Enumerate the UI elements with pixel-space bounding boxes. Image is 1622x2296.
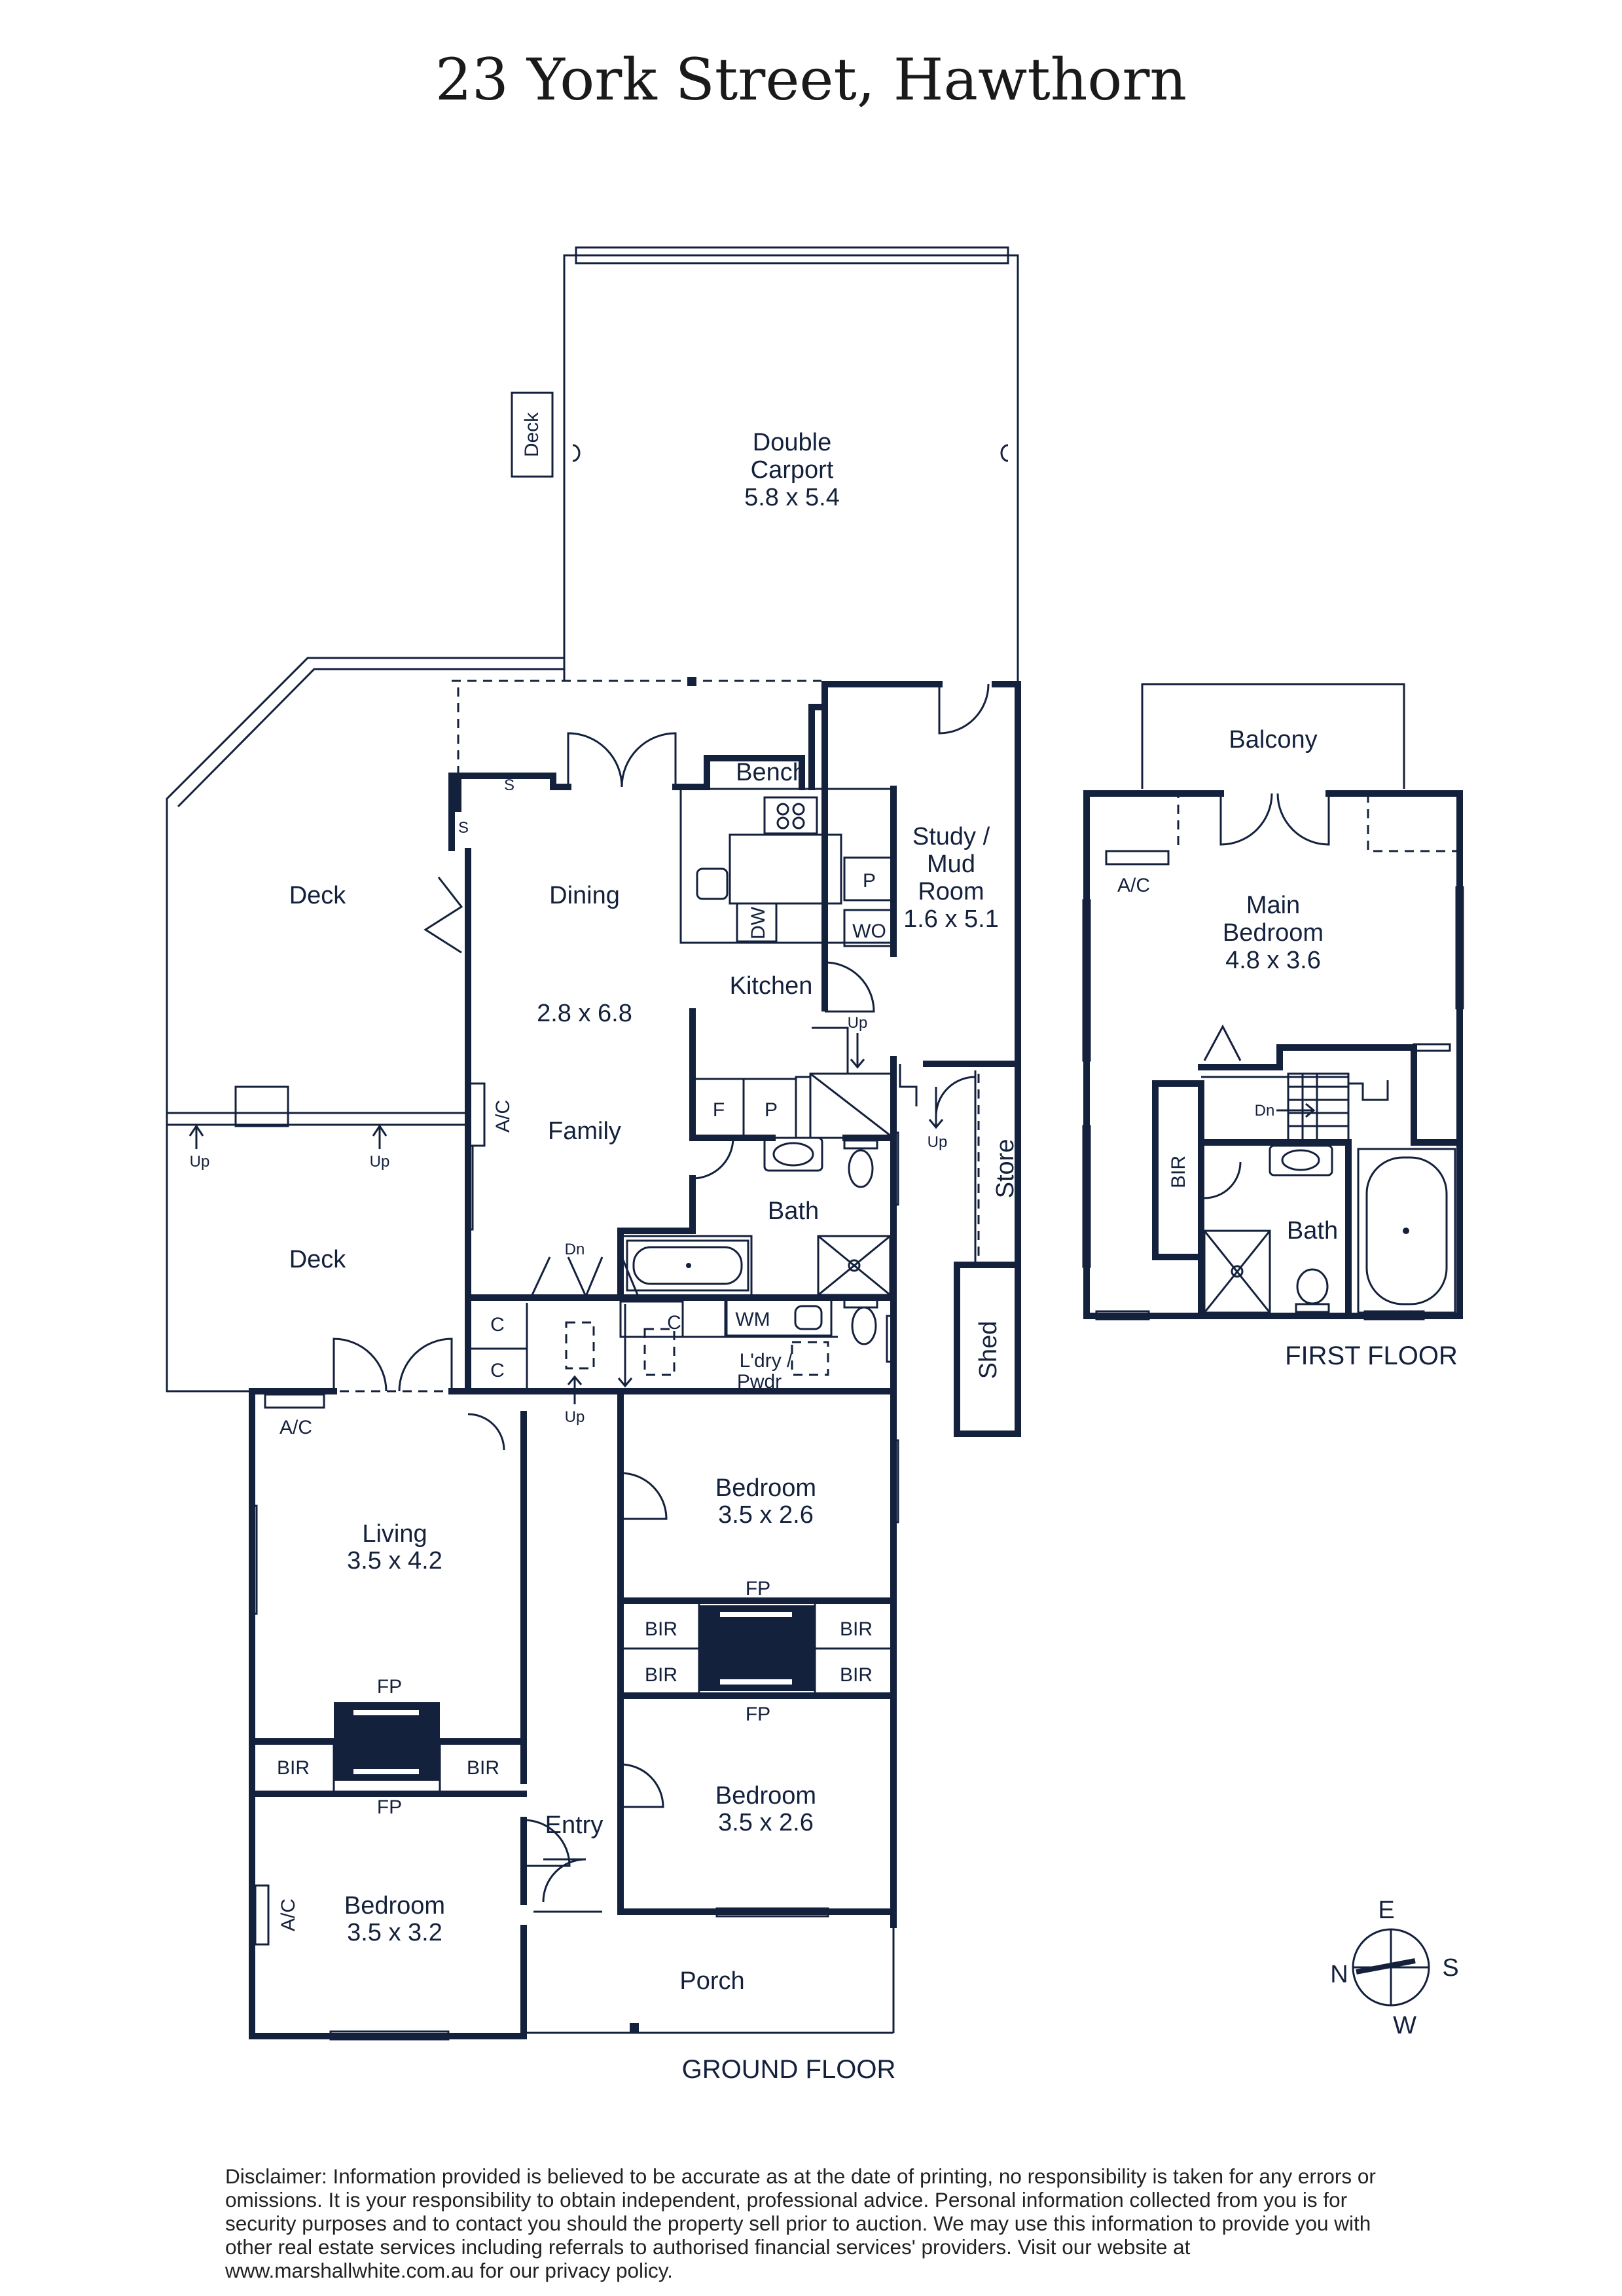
fp-label-3: FP <box>377 1676 402 1698</box>
deck-up-label-2: Up <box>370 1153 390 1171</box>
first-ac-label: A/C <box>1117 875 1150 896</box>
cupboard-c3: C <box>490 1360 505 1381</box>
bath-label: Bath <box>768 1197 819 1225</box>
bir-label-4: BIR <box>840 1664 873 1686</box>
study-label-2: Mud <box>927 850 975 878</box>
bir-label-2: BIR <box>840 1618 873 1640</box>
carport-size: 5.8 x 5.4 <box>744 484 840 511</box>
fp-label-1: FP <box>746 1578 770 1599</box>
first-floor-label: FIRST FLOOR <box>1285 1341 1458 1370</box>
s-marker-1: S <box>504 776 514 794</box>
bench-label: Bench <box>736 759 806 786</box>
living-ac-label: A/C <box>279 1417 312 1438</box>
fp-label-4: FP <box>377 1796 402 1818</box>
compass-w: W <box>1393 2012 1416 2039</box>
main-bedroom-label-2: Bedroom <box>1223 919 1324 947</box>
shed-label: Shed <box>975 1321 1002 1379</box>
bir-label-6: BIR <box>467 1757 499 1779</box>
fp-label-2: FP <box>746 1704 770 1725</box>
carport-deck-label: Deck <box>521 412 543 457</box>
hall-dn-label: Dn <box>565 1241 585 1258</box>
pwdr-label: Pwdr <box>737 1371 782 1393</box>
carport-label-1: Double <box>753 429 831 456</box>
bedroom-ac-label: A/C <box>278 1899 299 1931</box>
carport: Deck Double Carport 5.8 x 5.4 <box>511 246 1019 681</box>
family-size: 2.8 x 6.8 <box>537 1000 632 1027</box>
cupboard-c1: C <box>667 1312 681 1334</box>
dining-label: Dining <box>549 882 620 909</box>
wm-label: WM <box>735 1309 770 1330</box>
main-bedroom-label-1: Main <box>1246 892 1300 919</box>
living-size: 3.5 x 4.2 <box>347 1547 442 1575</box>
laundry-label: L'dry / <box>740 1350 793 1372</box>
family-ac-label: A/C <box>492 1100 514 1133</box>
bir-label-1: BIR <box>645 1618 677 1640</box>
study-size: 1.6 x 5.1 <box>903 905 999 933</box>
bedroom-a-label: Bedroom <box>715 1474 816 1502</box>
family-label: Family <box>548 1118 621 1145</box>
pantry-label: P <box>863 870 876 892</box>
deck-up-label-1: Up <box>190 1153 210 1171</box>
bir-label-3: BIR <box>645 1664 677 1686</box>
ground-floor-label: GROUND FLOOR <box>682 2055 896 2084</box>
fridge-label: F <box>713 1099 725 1121</box>
entry-label: Entry <box>545 1812 604 1839</box>
disclaimer-text: Disclaimer: Information provided is beli… <box>225 2164 1376 2282</box>
dw-label: DW <box>748 906 769 939</box>
deck-left-label: Deck <box>289 882 347 909</box>
upper-bath-label: Bath <box>1287 1217 1338 1245</box>
hall-up-label: Up <box>565 1408 585 1426</box>
wo-label: WO <box>852 920 886 942</box>
ground-floor-walls <box>249 677 1021 2039</box>
main-bedroom-size: 4.8 x 3.6 <box>1225 947 1321 974</box>
porch-label: Porch <box>679 1967 744 1995</box>
ground-room-labels: Bench Dining 2.8 x 6.8 Family Kitchen St… <box>344 759 1019 2084</box>
balcony-label: Balcony <box>1229 726 1317 754</box>
doors <box>333 683 990 1903</box>
pantry2-label: P <box>765 1099 778 1121</box>
compass-s: S <box>1442 1954 1458 1982</box>
carport-label-2: Carport <box>751 456 834 484</box>
bedroom-a-size: 3.5 x 2.6 <box>718 1501 814 1529</box>
first-floor: Balcony A/C Main Bedroom 4.8 x 3.6 BIR <box>1082 683 1464 1370</box>
compass: E S N W <box>1330 1897 1458 2039</box>
decks: Up Up Deck Deck <box>166 657 821 1393</box>
study-label-1: Study / <box>912 823 990 850</box>
compass-e: E <box>1378 1897 1394 1924</box>
kitchen-label: Kitchen <box>730 972 813 1000</box>
study-label-3: Room <box>918 878 984 905</box>
fixtures: DW P WO F P Up Up Bath <box>249 776 948 2041</box>
living-label: Living <box>362 1520 427 1548</box>
plan-title: 23 York Street, Hawthorn <box>435 46 1187 113</box>
bedroom-c-label: Bedroom <box>344 1892 445 1920</box>
upper-dn-label: Dn <box>1255 1102 1275 1120</box>
compass-n: N <box>1330 1961 1348 1988</box>
fireplaces: FP FP FP FP BIR BIR BIR BIR BIR BIR <box>277 1578 873 1818</box>
bir-label-5: BIR <box>277 1757 310 1779</box>
bedroom-b-size: 3.5 x 2.6 <box>718 1809 814 1836</box>
store-label: Store <box>992 1139 1019 1199</box>
bedroom-c-size: 3.5 x 3.2 <box>347 1919 442 1946</box>
upper-bir-label: BIR <box>1168 1156 1189 1188</box>
study-up-label: Up <box>928 1133 948 1151</box>
stair-up-label: Up <box>848 1014 868 1032</box>
bedroom-b-label: Bedroom <box>715 1782 816 1810</box>
cupboard-c2: C <box>490 1314 505 1336</box>
s-marker-2: S <box>458 819 469 837</box>
deck-lower-label: Deck <box>289 1246 347 1273</box>
